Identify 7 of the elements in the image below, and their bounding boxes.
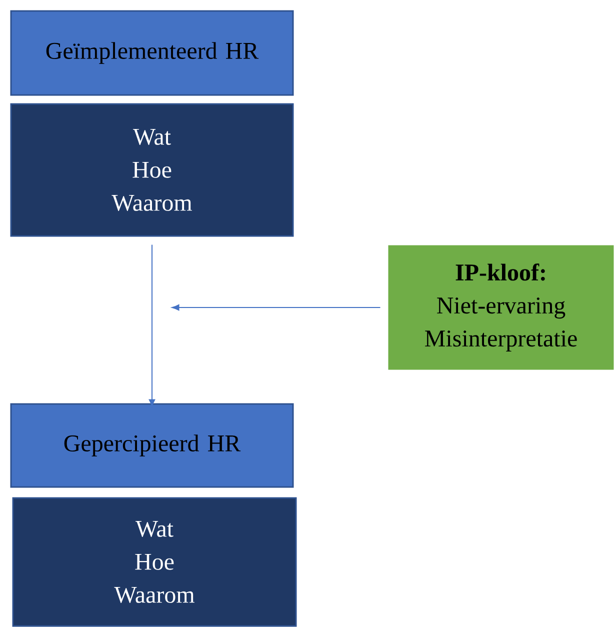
arrow xyxy=(148,244,156,407)
header-box: Gepercipieerd HR xyxy=(10,403,294,488)
arrow xyxy=(172,304,381,311)
content-box: Wat Hoe Waarom xyxy=(10,103,294,237)
content-box: Wat Hoe Waarom xyxy=(12,497,297,627)
note-box: IP-kloof: Niet-ervaring Misinterpretatie xyxy=(388,245,614,370)
header-box: Geïmplementeerd HR xyxy=(10,10,294,96)
